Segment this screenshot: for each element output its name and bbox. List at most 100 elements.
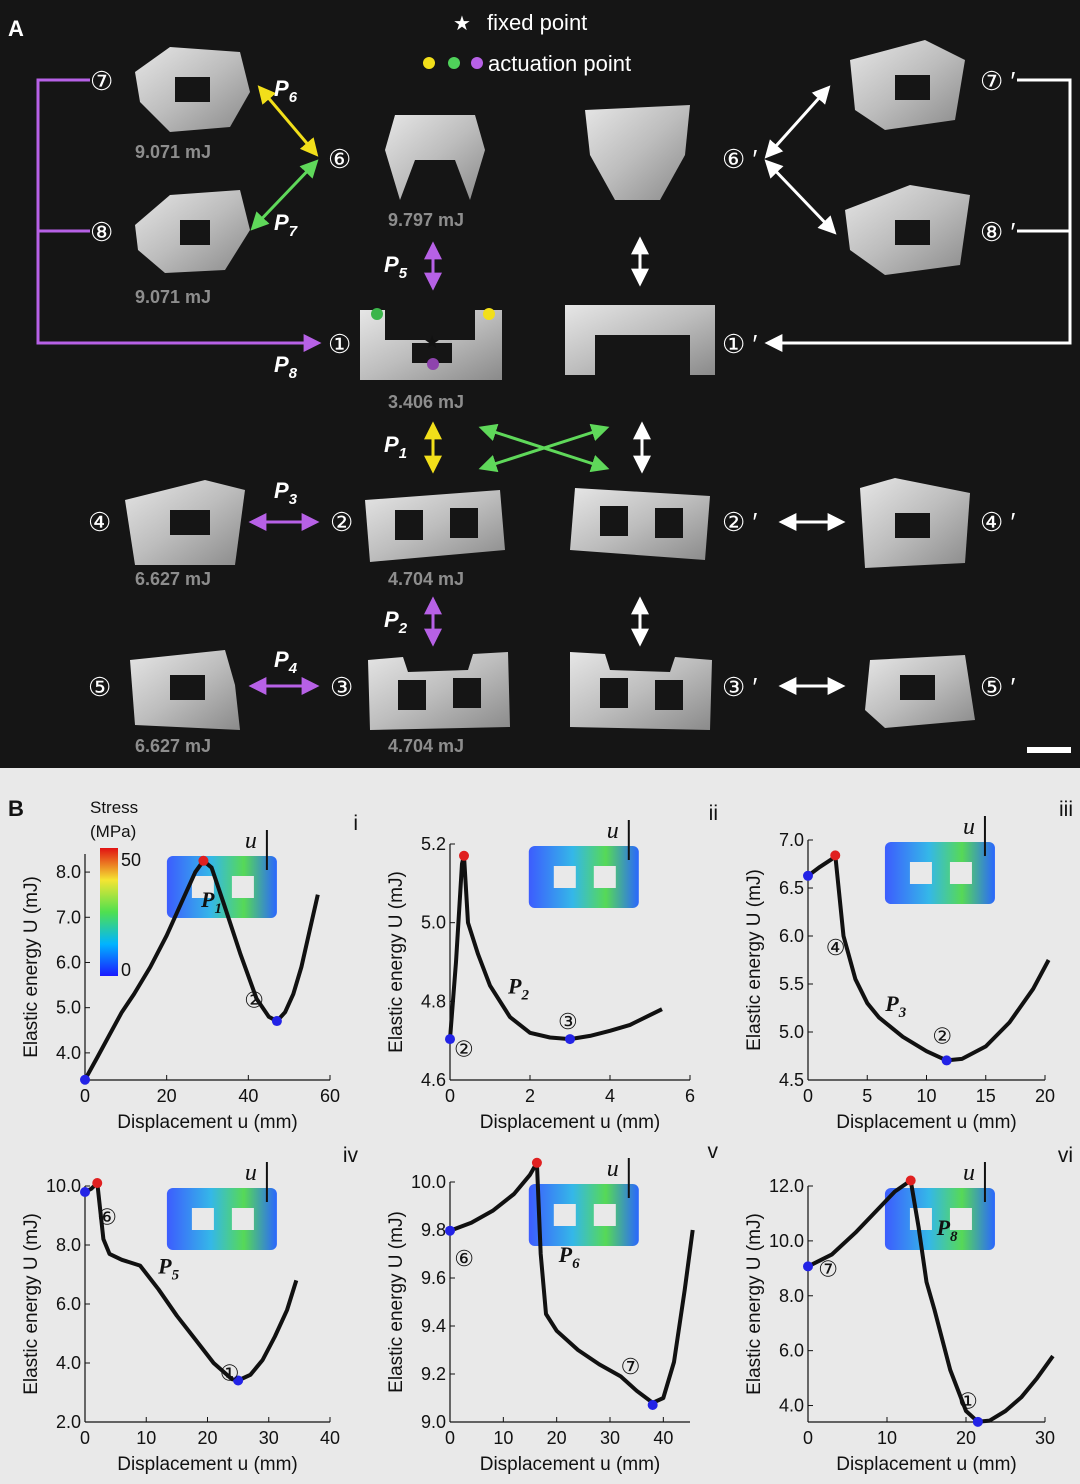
curve-name-sub: 5	[172, 1268, 180, 1284]
fixed-point-label: fixed point	[487, 10, 587, 35]
x-axis-label: Displacement u (mm)	[117, 1454, 298, 1475]
y-tick-label: 7.0	[56, 907, 81, 927]
x-tick-label: 20	[547, 1428, 567, 1448]
y-axis-label: Elastic energy U (mJ)	[744, 1213, 765, 1395]
energy-curve	[83, 858, 320, 1081]
x-tick-label: 10	[136, 1428, 156, 1448]
energy-curve	[807, 1178, 1055, 1424]
minimum-point	[972, 1416, 983, 1427]
x-tick-label: 2	[525, 1086, 535, 1106]
structure-state-6	[385, 115, 485, 200]
x-tick-label: 60	[320, 1086, 340, 1106]
state-annotation: ②	[932, 1024, 952, 1049]
curve-name: P1	[200, 887, 222, 917]
y-tick-label: 4.5	[779, 1070, 804, 1090]
u-label: u	[607, 1156, 619, 1182]
x-axis-label: Displacement u (mm)	[480, 1112, 661, 1133]
structure-state-8	[135, 190, 250, 273]
state-annotation: ③	[558, 1009, 578, 1034]
structure-state-3-prime	[570, 652, 712, 730]
minimum-point	[803, 1261, 813, 1272]
state-label: ③ ′	[722, 672, 758, 702]
x-axis-label: Displacement u (mm)	[480, 1454, 661, 1475]
fea-hole	[553, 1204, 576, 1226]
y-tick-label: 5.5	[779, 974, 804, 994]
fea-inset	[528, 1184, 639, 1246]
y-tick-label: 9.6	[421, 1268, 446, 1288]
structure-state-7	[135, 47, 250, 132]
maximum-point	[198, 855, 209, 866]
curve-name-letter: P	[157, 1254, 172, 1279]
svg-text:P5: P5	[384, 252, 408, 282]
svg-text:P4: P4	[274, 647, 298, 677]
panel-b-label: B	[8, 796, 24, 821]
path-label: P	[384, 607, 399, 632]
structure-state-4	[125, 480, 245, 565]
stress-title-2: (MPa)	[90, 822, 136, 841]
x-tick-label: 20	[197, 1428, 217, 1448]
fea-hole	[593, 866, 616, 888]
state-label: ⑦ ′	[980, 66, 1016, 96]
state-label: ⑧	[90, 217, 113, 247]
curve-name-letter: P	[507, 974, 522, 999]
curve-name: P3	[884, 991, 906, 1021]
x-tick-label: 10	[493, 1428, 513, 1448]
curve-name: P8	[936, 1215, 958, 1245]
fea-hole	[909, 862, 932, 884]
subplot-id: v	[708, 1140, 719, 1163]
x-tick-label: 30	[600, 1428, 620, 1448]
svg-text:P2: P2	[384, 607, 408, 637]
y-tick-label: 8.0	[56, 1235, 81, 1255]
curve-name-sub: 1	[214, 901, 222, 917]
x-tick-label: 40	[653, 1428, 673, 1448]
y-tick-label: 4.0	[779, 1396, 804, 1416]
svg-text:P8: P8	[274, 352, 298, 382]
state-label: ④	[88, 507, 111, 537]
x-tick-label: 0	[80, 1086, 90, 1106]
u-label: u	[245, 1160, 257, 1186]
path-sub: 1	[399, 445, 407, 462]
x-tick-label: 20	[956, 1428, 976, 1448]
path-label: P	[274, 210, 289, 235]
y-tick-label: 6.0	[779, 926, 804, 946]
state-annotation: ①	[958, 1388, 978, 1413]
y-tick-label: 12.0	[769, 1176, 804, 1196]
state-label: ①	[328, 329, 351, 359]
state-annotation: ①	[220, 1361, 240, 1386]
structure-state-8-prime	[845, 185, 970, 275]
subplot-id: ii	[709, 802, 718, 825]
x-tick-label: 30	[259, 1428, 279, 1448]
maximum-point	[459, 850, 469, 861]
curve-name-sub: 6	[572, 1256, 580, 1272]
x-tick-label: 0	[803, 1086, 813, 1106]
state-label: ④ ′	[980, 507, 1016, 537]
svg-text:P1: P1	[384, 432, 407, 462]
path-label: P	[274, 647, 289, 672]
structure-state-7-prime	[850, 40, 965, 130]
fea-hole	[909, 1208, 932, 1230]
minimum-point	[233, 1375, 244, 1386]
y-tick-label: 5.2	[421, 834, 446, 854]
state-label: ⑧ ′	[980, 217, 1016, 247]
y-tick-label: 10.0	[46, 1176, 81, 1196]
minimum-point	[80, 1186, 90, 1197]
panel-a-label: A	[8, 16, 24, 41]
fea-hole	[949, 862, 972, 884]
x-tick-label: 20	[157, 1086, 177, 1106]
state-annotation: ⑦	[621, 1354, 641, 1379]
path-label: P	[384, 252, 399, 277]
y-axis-label: Elastic energy U (mJ)	[21, 1213, 42, 1395]
arrow-p6	[257, 85, 319, 157]
minimum-point	[941, 1055, 952, 1066]
subplot-id: i	[353, 812, 358, 835]
y-tick-label: 5.0	[421, 913, 446, 933]
subplot-id: vi	[1058, 1144, 1073, 1167]
minimum-point	[647, 1399, 658, 1410]
maximum-point	[531, 1157, 542, 1168]
y-tick-label: 6.0	[779, 1341, 804, 1361]
svg-text:P7: P7	[274, 210, 298, 240]
yellow-actuation-marker	[483, 308, 495, 320]
path-label: P	[274, 352, 289, 377]
